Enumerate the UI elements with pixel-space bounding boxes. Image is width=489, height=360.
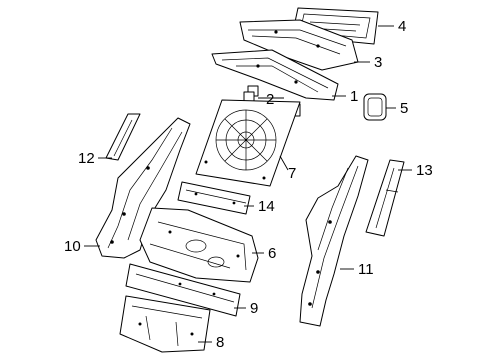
- callout-7: 7: [288, 165, 296, 182]
- callout-2: 2: [266, 91, 274, 108]
- part-7: [195, 99, 301, 187]
- part-6: [139, 207, 259, 283]
- part-13: [365, 159, 405, 237]
- part-5: [363, 93, 387, 121]
- part-8: [119, 295, 211, 353]
- callout-11: 11: [358, 261, 374, 278]
- callout-12: 12: [78, 150, 95, 167]
- callout-13: 13: [416, 162, 433, 179]
- callout-3: 3: [374, 54, 382, 71]
- part-12: [105, 113, 141, 161]
- part-11: [299, 155, 369, 327]
- callout-5: 5: [400, 100, 408, 117]
- callout-9: 9: [250, 300, 258, 317]
- part-14: [177, 181, 251, 215]
- callout-1: 1: [350, 88, 358, 105]
- part-9: [125, 263, 241, 317]
- callout-4: 4: [398, 18, 406, 35]
- callout-labels: 4 3 1 2 5 7 12 13 14 10 6 11 9 8: [64, 18, 433, 351]
- leader-7: [279, 155, 289, 171]
- callout-6: 6: [268, 245, 276, 262]
- callout-8: 8: [216, 334, 224, 351]
- leader-lines: [84, 25, 412, 343]
- callout-10: 10: [64, 238, 81, 255]
- part-10: [95, 117, 191, 259]
- part-1: [211, 49, 339, 101]
- part-3: [239, 19, 359, 71]
- callout-14: 14: [258, 198, 275, 215]
